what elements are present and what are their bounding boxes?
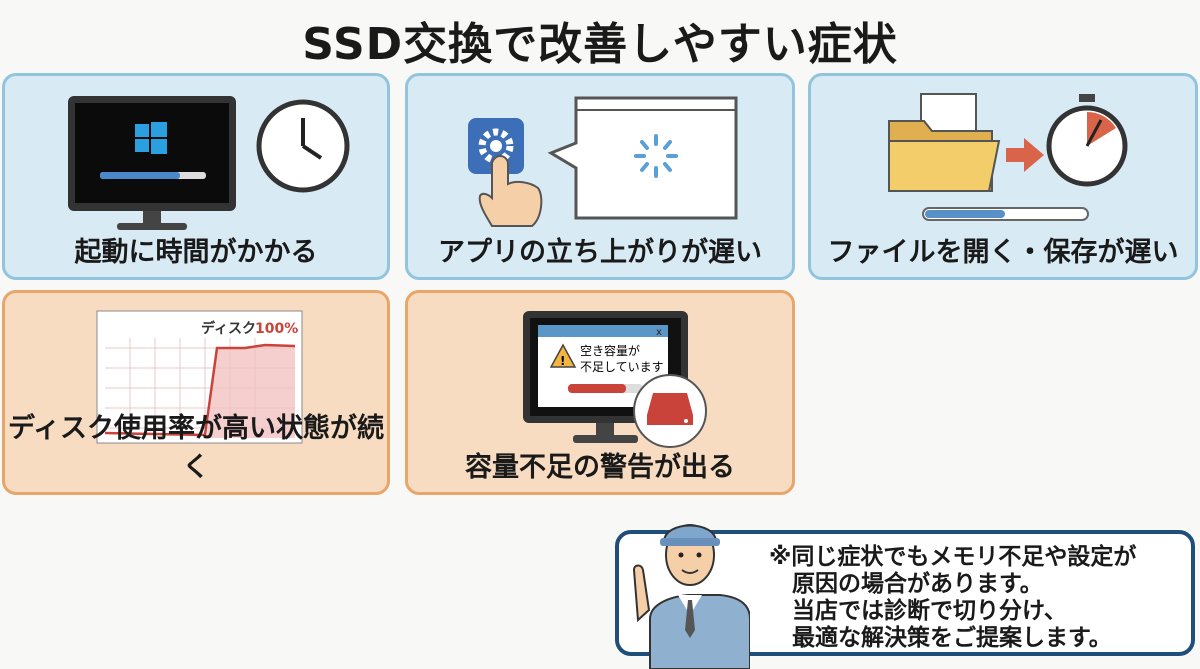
monitor-clock-illustration bbox=[68, 96, 350, 230]
loading-spinner-icon bbox=[634, 134, 678, 178]
card-slow-boot: 起動に時間がかかる bbox=[2, 73, 390, 280]
clock-icon bbox=[256, 99, 350, 193]
card-label: ディスク使用率が高い状態が続く bbox=[7, 413, 385, 483]
card-label: 起動に時間がかかる bbox=[74, 237, 318, 268]
svg-text:!: ! bbox=[560, 354, 565, 368]
windows-logo-icon bbox=[135, 122, 167, 154]
card-slow-app-launch: アプリの立ち上がりが遅い bbox=[405, 73, 795, 280]
dialog-line2: 不足しています bbox=[580, 360, 664, 374]
usage-line bbox=[104, 343, 296, 437]
card-label: 容量不足の警告が出る bbox=[465, 452, 735, 483]
warning-icon bbox=[549, 343, 577, 368]
folder-stopwatch-illustration bbox=[888, 93, 1128, 221]
note-text: ※同じ症状でもメモリ不足や設定が 原因の場合があります。 当店では診断で切り分け… bbox=[769, 544, 1137, 651]
technician-illustration bbox=[632, 524, 750, 669]
app-window-illustration bbox=[468, 96, 738, 227]
dialog-close-icon: x bbox=[656, 327, 662, 338]
stopwatch-icon bbox=[1046, 94, 1128, 187]
disk-usage-chart: ディスク 100% bbox=[96, 310, 303, 444]
card-high-disk-usage: ディスク 100% ディスク使用率が高い状態が続く bbox=[2, 290, 390, 495]
chart-label: ディスク bbox=[201, 320, 256, 337]
dialog-line1: 空き容量が bbox=[580, 343, 640, 358]
page-title: SSD交換で改善しやすい症状 bbox=[302, 19, 898, 70]
card-label: アプリの立ち上がりが遅い bbox=[438, 237, 762, 268]
card-label: ファイルを開く・保存が遅い bbox=[827, 237, 1179, 268]
warning-monitor-illustration: x ! 空き容量が 不足しています bbox=[523, 311, 707, 448]
card-slow-file-save: ファイルを開く・保存が遅い bbox=[808, 73, 1198, 280]
card-low-storage-warning: x ! 空き容量が 不足しています 容量不足の警告が出る bbox=[405, 290, 795, 495]
chart-value: 100% bbox=[255, 321, 298, 337]
drive-icon bbox=[633, 374, 707, 448]
arrow-right-icon bbox=[1006, 138, 1044, 172]
